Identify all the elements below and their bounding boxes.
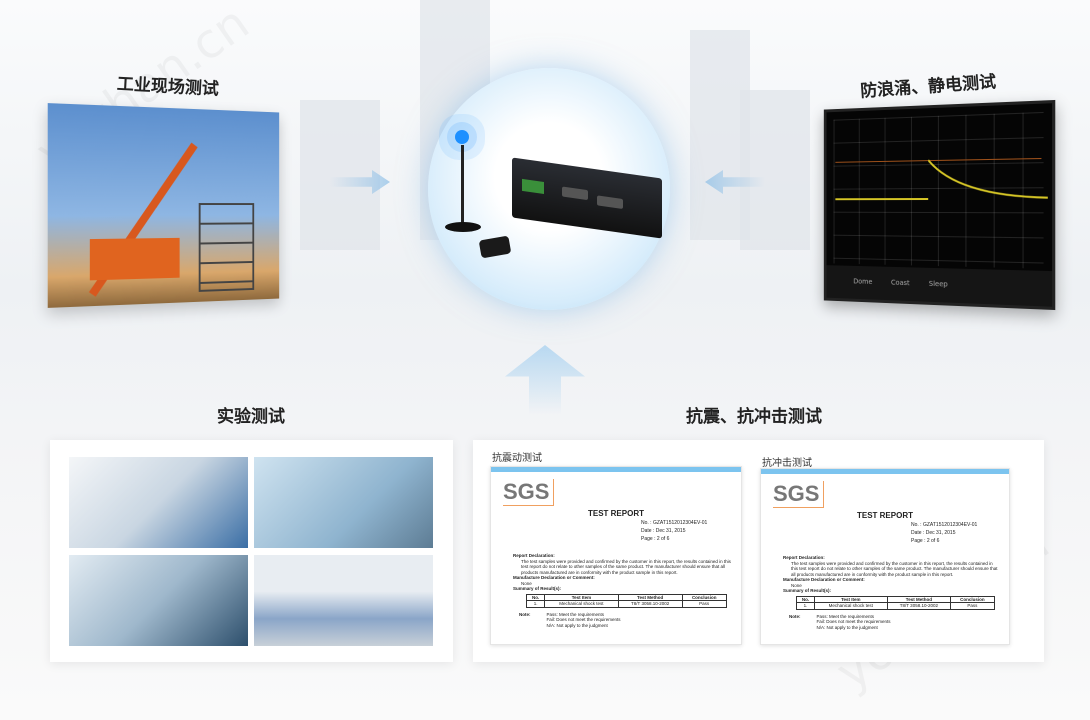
- td: Pass: [682, 601, 726, 608]
- decl-text: The test samples were provided and confi…: [783, 561, 999, 578]
- field-test-title: 工业现场测试: [116, 69, 219, 99]
- decl-text: The test samples were provided and confi…: [513, 559, 731, 576]
- sgs-logo: SGS: [773, 481, 824, 508]
- note-label: Note:: [789, 614, 801, 631]
- report-page: Page : 2 of 6: [911, 537, 977, 545]
- lab-test-title: 实验测试: [217, 402, 285, 427]
- note: Fail: Does not meet the requirements: [817, 619, 891, 625]
- background-building: [740, 90, 810, 250]
- td: 1.: [796, 603, 814, 610]
- report-title: 抗冲击测试: [762, 454, 812, 469]
- results-table: No.Test ItemTest MethodConclusion 1.Mech…: [796, 596, 995, 610]
- note-label: Note:: [519, 612, 531, 629]
- arrow-up-icon: [505, 345, 585, 415]
- antenna-base: [445, 222, 481, 232]
- antenna: [461, 145, 464, 225]
- lab-photo: [69, 555, 248, 646]
- td: Pass: [951, 603, 994, 610]
- report-heading: TEST REPORT: [761, 511, 1009, 520]
- report-date: Date : Dec 31, 2015: [911, 529, 977, 537]
- decl-label: Report Declaration:: [513, 553, 555, 558]
- report-no: No. : GZAT1512012304EV-01: [641, 519, 707, 527]
- report-heading: TEST REPORT: [491, 509, 741, 518]
- lab-photo: [254, 457, 433, 548]
- td: T8/T 3058.10-2002: [887, 603, 951, 610]
- decl-label: Report Declaration:: [783, 555, 825, 560]
- td: Mechanical shock test: [814, 603, 887, 610]
- lab-photo: [69, 457, 248, 548]
- report-no: No. : GZAT1512012304EV-01: [911, 521, 977, 529]
- scope-button: Coast: [891, 279, 910, 301]
- lab-photo: [254, 555, 433, 646]
- test-report: SGS TEST REPORT No. : GZAT1512012304EV-0…: [490, 466, 742, 645]
- mfr-label: Manufacture Declaration or Comment:: [783, 577, 865, 582]
- surge-test-title: 防浪涌、静电测试: [859, 67, 996, 101]
- mfr-label: Manufacture Declaration or Comment:: [513, 575, 595, 580]
- sgs-logo: SGS: [503, 479, 554, 506]
- note: N/A: Not apply to the judgment: [547, 623, 621, 629]
- td: T8/T 3058.10-2002: [618, 601, 682, 608]
- report-date: Date : Dec 31, 2015: [641, 527, 707, 535]
- report-page: Page : 2 of 6: [641, 535, 707, 543]
- summary-label: Summary of Result(s):: [783, 588, 831, 593]
- background-building: [300, 100, 380, 250]
- summary-label: Summary of Result(s):: [513, 586, 561, 591]
- lab-photos-panel: [50, 440, 453, 662]
- crane-photo: [48, 103, 279, 308]
- test-report: SGS TEST REPORT No. : GZAT1512012304EV-0…: [760, 468, 1010, 645]
- scope-button: Dome: [853, 277, 872, 299]
- report-title: 抗震动测试: [492, 449, 542, 464]
- oscilloscope-screen: Dome Coast Sleep: [824, 100, 1055, 310]
- scope-button: Sleep: [929, 280, 948, 303]
- td: Mechanical shock test: [545, 601, 618, 608]
- note: Fail: Does not meet the requirements: [547, 617, 621, 623]
- shock-test-title: 抗震、抗冲击测试: [686, 402, 822, 427]
- wireless-signal-icon: [455, 130, 469, 144]
- results-table: No.Test ItemTest MethodConclusion 1.Mech…: [526, 594, 727, 608]
- note: N/A: Not apply to the judgment: [817, 625, 891, 631]
- td: 1.: [527, 601, 545, 608]
